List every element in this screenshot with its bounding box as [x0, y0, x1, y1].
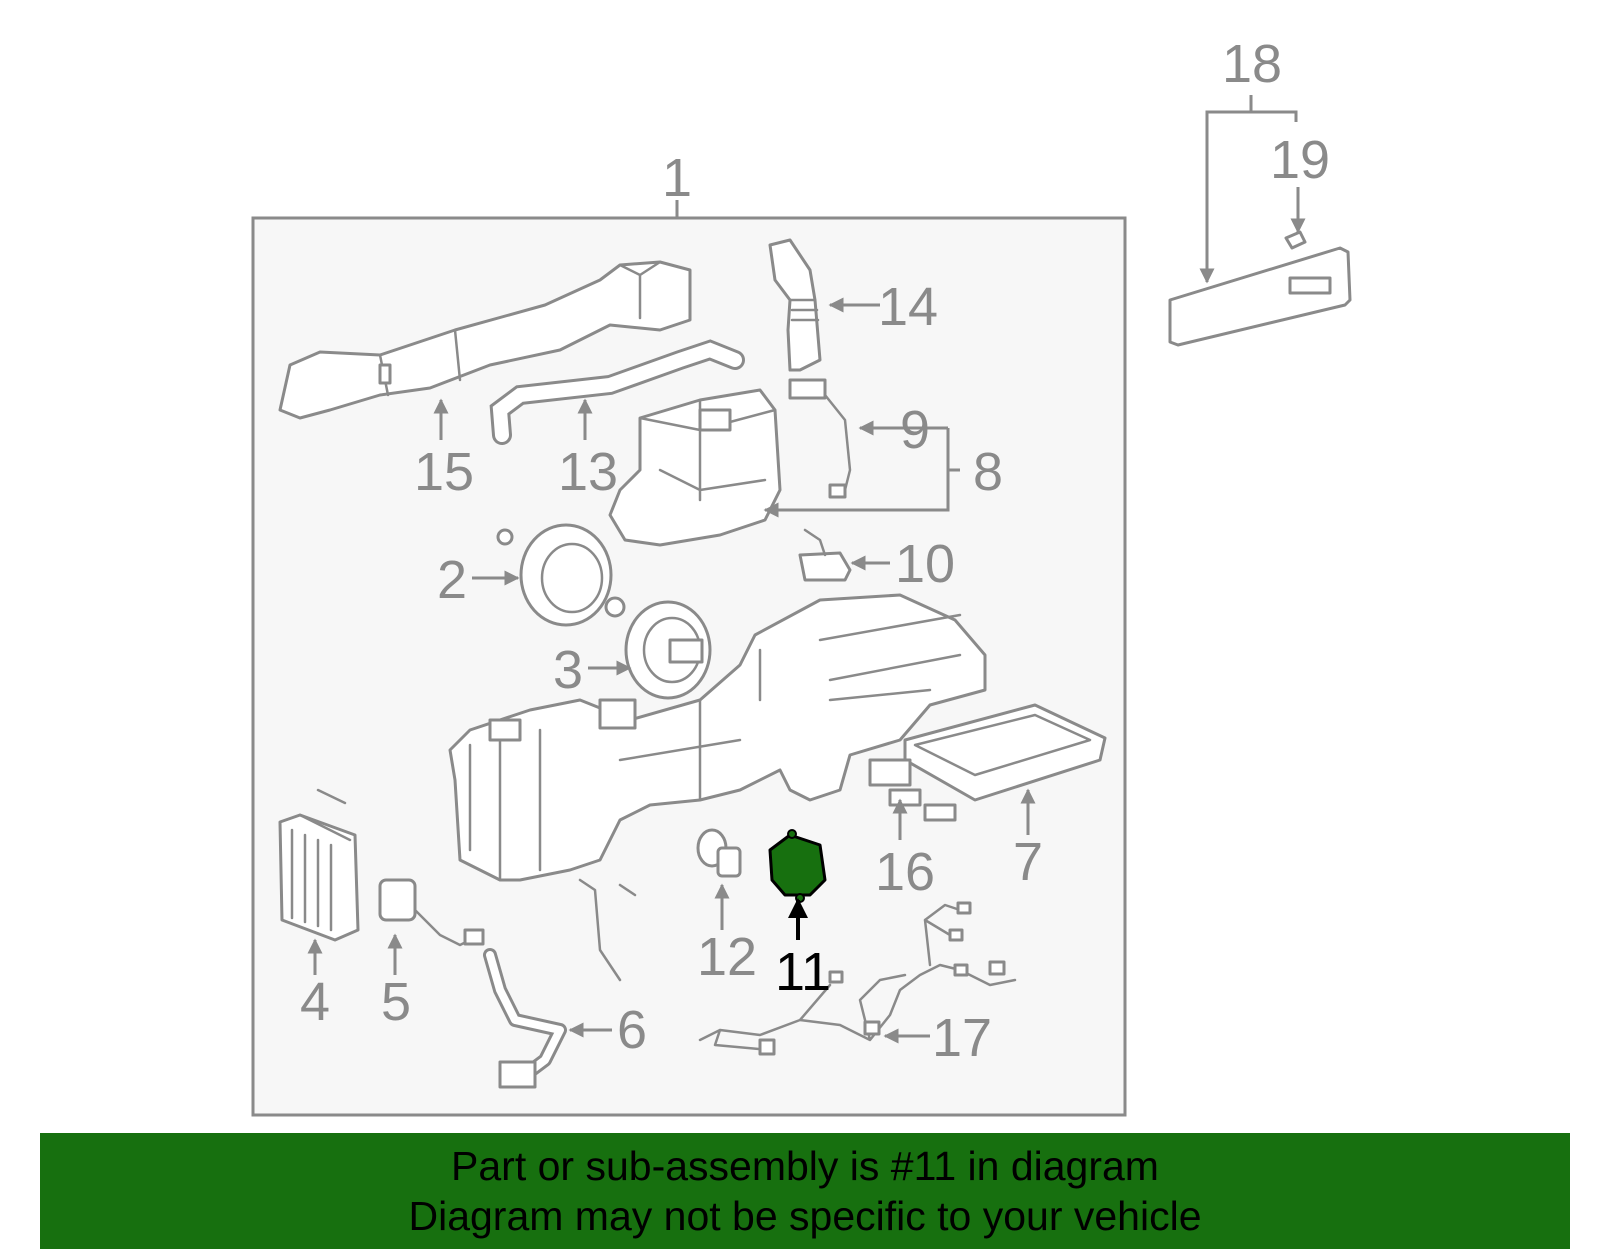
callout-16: 16 [875, 842, 935, 902]
callout-8: 8 [973, 442, 1003, 502]
callout-4: 4 [300, 972, 330, 1032]
actuator-part-10 [798, 528, 852, 582]
callout-7: 7 [1013, 832, 1043, 892]
callout-6: 6 [617, 1000, 647, 1060]
callout-18: 18 [1222, 34, 1282, 94]
callout-19: 19 [1270, 130, 1330, 190]
duct-part-15 [278, 260, 692, 420]
harness-part-17 [698, 901, 1017, 1056]
pipe-part-6 [483, 948, 567, 1089]
leader-18 [1205, 95, 1298, 280]
callout-15: 15 [414, 442, 474, 502]
sensor-part-9 [788, 378, 852, 499]
small-pipe [578, 878, 622, 982]
callout-3: 3 [553, 640, 583, 700]
heater-housing [448, 593, 987, 882]
info-banner: Part or sub-assembly is #11 in diagram D… [40, 1133, 1570, 1249]
sensor-part-12 [696, 828, 742, 878]
hose-part-13 [489, 339, 745, 445]
callout-17: 17 [932, 1008, 992, 1068]
small-bolt [618, 883, 637, 897]
callout-12: 12 [697, 927, 757, 987]
banner-line-1: Part or sub-assembly is #11 in diagram [451, 1143, 1159, 1189]
callout-2: 2 [437, 550, 467, 610]
resistor-part-16 [868, 758, 957, 822]
blower-motor-part-3 [624, 600, 712, 700]
servo-part-11-highlighted[interactable] [768, 829, 827, 903]
leader-8 [763, 428, 950, 518]
evaporator-part-4 [278, 788, 360, 942]
blower-wheel-part-2 [496, 523, 626, 627]
banner-line-2: Diagram may not be specific to your vehi… [408, 1193, 1202, 1239]
callout-10: 10 [895, 534, 955, 594]
callout-9: 9 [900, 400, 930, 460]
callout-13: 13 [558, 442, 618, 502]
glove-box-part-18 [1168, 246, 1352, 347]
callout-1: 1 [662, 148, 692, 208]
callout-14: 14 [878, 277, 938, 337]
upper-case-part-8 [608, 388, 782, 547]
valve-part-5 [378, 878, 485, 947]
callout-11[interactable]: 11 [775, 942, 831, 1002]
callout-5: 5 [381, 972, 411, 1032]
elbow-part-14 [768, 238, 822, 372]
clip-part-19 [1284, 230, 1307, 250]
